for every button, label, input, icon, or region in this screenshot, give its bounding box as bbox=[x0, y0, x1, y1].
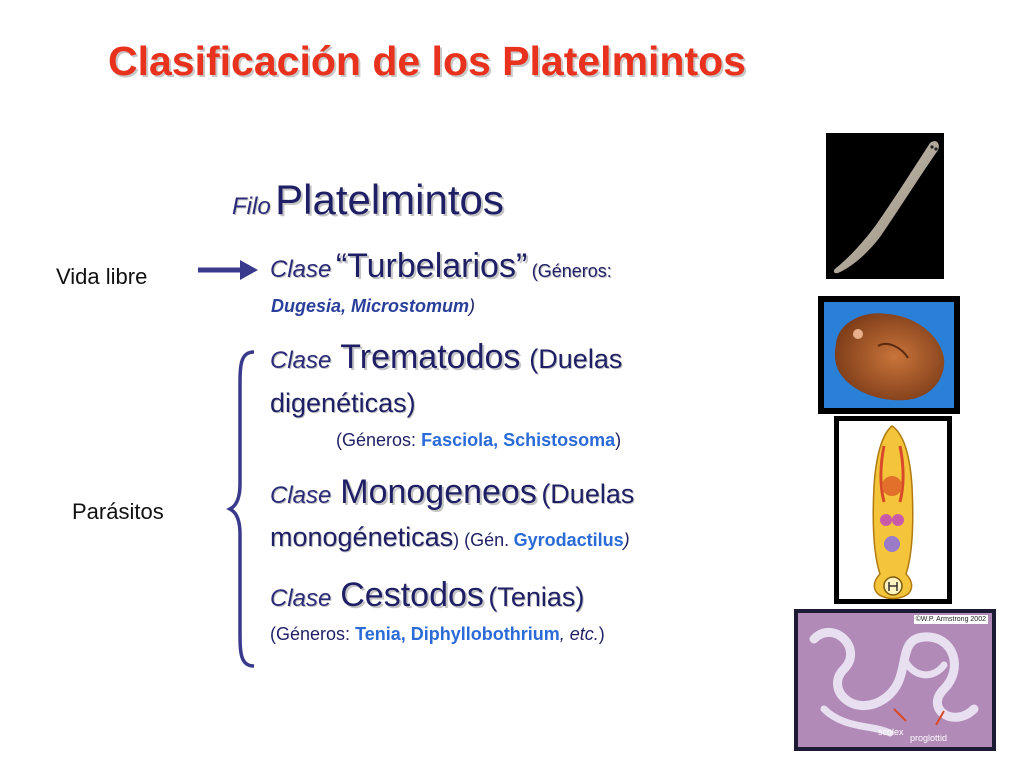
tapeworm-photo: ©W.P. Armstrong 2002 scolex proglottid bbox=[794, 609, 996, 751]
clase-label: Clase bbox=[270, 347, 332, 374]
turbelarios-name: “Turbelarios” bbox=[335, 247, 528, 285]
cestodos-close: ) bbox=[598, 624, 605, 644]
trematodos-gen-open: (Géneros: bbox=[336, 430, 417, 450]
monogenean-diagram bbox=[834, 416, 952, 604]
turbelarios-genera: Dugesia, Microstomum bbox=[271, 296, 470, 316]
trematodos-genera: Fasciola, Schistosoma bbox=[421, 430, 616, 450]
class-trematodos: Clase Trematodos (Duelas bbox=[270, 338, 622, 377]
label-scolex: scolex bbox=[878, 727, 904, 737]
planarian-photo bbox=[826, 133, 944, 279]
monogenean-illustration bbox=[872, 425, 914, 600]
cestodos-genera: Tenia, Diphyllobothrium bbox=[355, 624, 560, 644]
slide-title: Clasificación de los Platelmintos bbox=[108, 38, 746, 84]
trematodos-name: Trematodos bbox=[340, 338, 521, 376]
monogeneos-genera: Gyrodactilus bbox=[513, 530, 624, 550]
curly-brace-icon bbox=[226, 350, 255, 668]
trematodos-genera-line: (Géneros: Fasciola, Schistosoma) bbox=[336, 430, 621, 451]
cestodos-note-1: (Tenias) bbox=[488, 582, 585, 612]
phylum-heading: Filo Platelmintos bbox=[232, 176, 504, 224]
turbelarios-genera-line: Dugesia, Microstomum) bbox=[271, 296, 475, 317]
label-proglottid: proglottid bbox=[910, 733, 948, 743]
fluke-illustration bbox=[834, 313, 945, 401]
class-turbelarios: Clase “Turbelarios” (Géneros: bbox=[270, 247, 612, 286]
cestodos-genera-line: (Géneros: Tenia, Diphyllobothrium, etc.) bbox=[270, 624, 605, 645]
monogeneos-name: Monogeneos bbox=[340, 473, 537, 511]
turbelarios-close: ) bbox=[469, 296, 476, 316]
clase-label: Clase bbox=[270, 256, 332, 283]
clase-label: Clase bbox=[270, 585, 332, 612]
trematodos-note-2: digenéticas) bbox=[270, 388, 416, 418]
planarian-illustration bbox=[833, 141, 939, 274]
label-vida-libre: Vida libre bbox=[56, 264, 148, 289]
tapeworm-illustration bbox=[809, 628, 979, 737]
monogeneos-note-2: monogéneticas bbox=[270, 522, 454, 552]
monogeneos-line-2: monogéneticas) (Gén. Gyrodactilus) bbox=[270, 522, 630, 553]
class-monogeneos: Clase Monogeneos (Duelas bbox=[270, 473, 634, 512]
monogeneos-gen-open: ) (Gén. bbox=[453, 530, 510, 550]
phylum-prefix: Filo bbox=[232, 193, 271, 220]
arrow-right-icon bbox=[198, 260, 258, 280]
fluke-photo bbox=[818, 296, 960, 414]
label-parasitos: Parásitos bbox=[72, 499, 164, 524]
monogeneos-close: ) bbox=[623, 530, 630, 550]
cestodos-etc: , etc. bbox=[559, 624, 599, 644]
monogeneos-note-1: (Duelas bbox=[541, 479, 635, 509]
trematodos-note-1: (Duelas bbox=[529, 344, 623, 374]
turbelarios-open: (Géneros: bbox=[531, 261, 612, 281]
class-cestodos: Clase Cestodos (Tenias) bbox=[270, 576, 584, 615]
photo-copyright: ©W.P. Armstrong 2002 bbox=[913, 615, 988, 624]
clase-label: Clase bbox=[270, 482, 332, 509]
phylum-name: Platelmintos bbox=[275, 176, 504, 223]
trematodos-close: ) bbox=[615, 430, 622, 450]
cestodos-gen-open: (Géneros: bbox=[270, 624, 351, 644]
cestodos-name: Cestodos bbox=[340, 576, 484, 614]
